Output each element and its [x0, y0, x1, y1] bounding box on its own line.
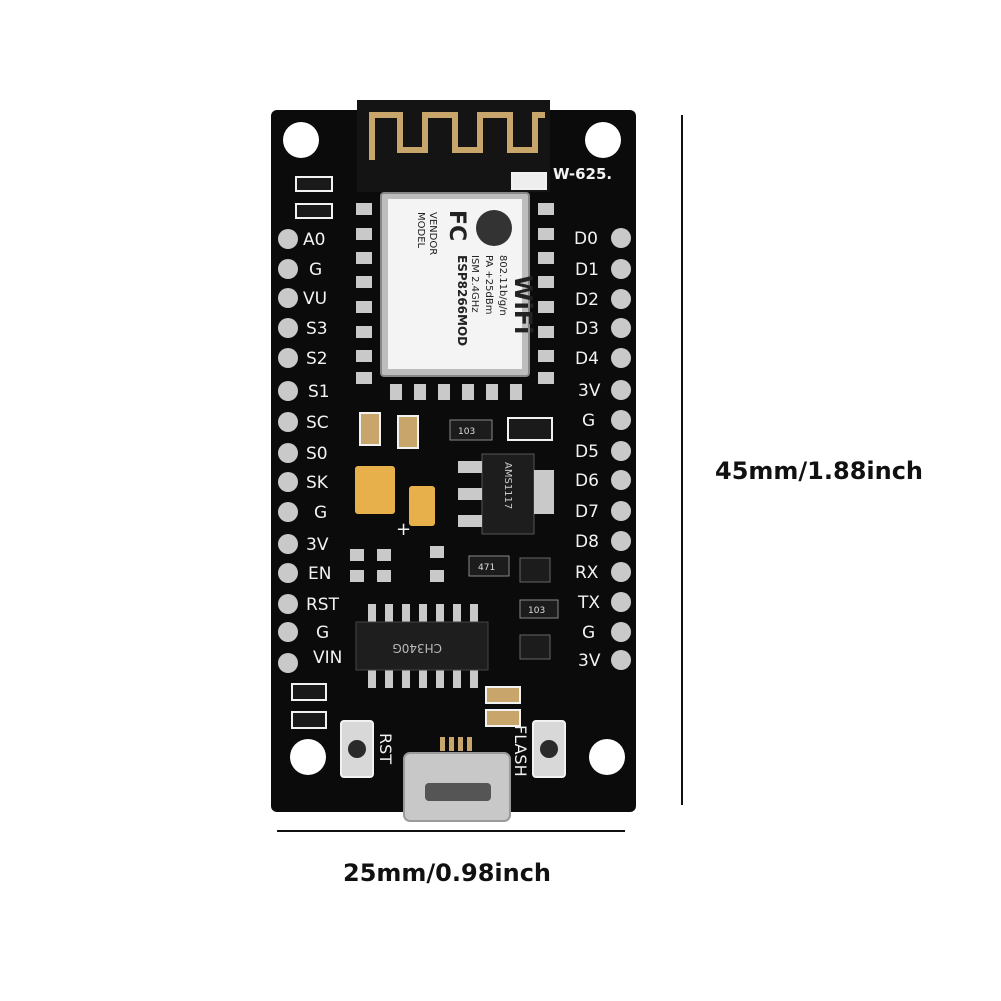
svg-text:PA +25dBm: PA +25dBm [483, 255, 494, 314]
flash-label: FLASH [511, 725, 530, 777]
right-pin-labels: D0 D1 D2 D3 D4 3V G D5 D6 D7 D8 RX TX G … [574, 229, 601, 671]
regulator-leg [458, 488, 482, 500]
pin-label: RST [306, 595, 340, 615]
height-dimension-label: 45mm/1.88inch [715, 457, 924, 485]
smd-cap [397, 415, 419, 449]
tantalum-capacitor [409, 486, 435, 526]
pin-label: 3V [578, 381, 601, 401]
mounting-hole [283, 122, 319, 158]
antenna-trace [369, 112, 545, 160]
cap-polarity: + [396, 519, 411, 540]
model-marking: W-625. [553, 165, 612, 183]
regulator-tab [534, 470, 554, 514]
smd-pads-cluster [350, 546, 444, 582]
smd-cap [359, 412, 381, 446]
smd-resistor [295, 203, 333, 219]
smd-resistor [295, 176, 333, 192]
transistor [519, 557, 551, 583]
pin-label: G [582, 411, 595, 431]
pin-label: SK [306, 473, 329, 493]
regulator-leg [458, 515, 482, 527]
micro-usb-opening [425, 783, 491, 801]
smd-led [511, 172, 547, 190]
pin-label: S2 [306, 349, 328, 369]
pin-label: G [316, 623, 329, 643]
smd-diode [507, 417, 553, 441]
mounting-hole [589, 739, 625, 775]
resistor-array [519, 599, 559, 619]
pin-label: RX [575, 563, 599, 583]
pin-label: S3 [306, 319, 328, 339]
smd-cap [485, 686, 521, 704]
pin-label: D3 [575, 319, 599, 339]
resistor-array [449, 419, 493, 441]
voltage-regulator [481, 453, 535, 535]
pin-label: D1 [575, 260, 599, 280]
svg-text:VENDOR: VENDOR [427, 212, 438, 255]
resistor-marking: 471 [478, 563, 495, 573]
pin-label: D7 [575, 502, 599, 522]
pin-label: S1 [308, 382, 330, 402]
pin-label: D8 [575, 532, 599, 552]
usb-pins [440, 737, 472, 751]
pin-label: EN [308, 564, 331, 584]
right-header-pins [611, 228, 631, 670]
regulator-leg [458, 461, 482, 473]
smd-diode [291, 683, 327, 701]
resistor-marking: 103 [458, 427, 475, 437]
left-header-pins [278, 229, 298, 673]
svg-text:MODEL: MODEL [415, 212, 426, 249]
pin-label: 3V [306, 535, 329, 555]
pin-label: TX [577, 593, 600, 613]
transistor [519, 634, 551, 660]
rst-label: RST [376, 733, 395, 764]
pin-label: G [582, 623, 595, 643]
chip-marking: CH340G [392, 641, 442, 655]
pin-label: VIN [313, 648, 342, 668]
espressif-logo-icon [476, 210, 512, 246]
height-dimension-line [681, 115, 683, 805]
pin-label: G [314, 503, 327, 523]
mounting-hole [290, 739, 326, 775]
rst-button-cap [348, 740, 366, 758]
pin-label: D4 [575, 349, 599, 369]
svg-text:ESP8266MOD: ESP8266MOD [455, 255, 469, 346]
mounting-hole [585, 122, 621, 158]
pin-label: D2 [575, 290, 599, 310]
flash-button-cap [540, 740, 558, 758]
pin-label: D6 [575, 471, 599, 491]
pin-label: A0 [303, 230, 325, 250]
pin-label: G [309, 260, 322, 280]
resistor-array [468, 555, 510, 577]
svg-text:WiFi: WiFi [509, 275, 537, 334]
left-pin-labels: A0 G VU S3 S2 S1 SC S0 SK G 3V EN RST G … [303, 230, 342, 668]
width-dimension-label: 25mm/0.98inch [343, 859, 552, 887]
pin-label: D5 [575, 442, 599, 462]
smd-diode [291, 711, 327, 729]
module-pads [356, 203, 554, 400]
pin-label: 3V [578, 651, 601, 671]
svg-text:FC: FC [444, 210, 469, 241]
esp-module-text: MODEL VENDOR ESP8266MOD ISM 2.4GHz PA +2… [415, 210, 537, 346]
pin-label: D0 [574, 229, 598, 249]
smd-cap [485, 709, 521, 727]
usb-serial-chip [355, 621, 489, 671]
chip-pins [368, 604, 478, 688]
resistor-marking: 103 [528, 606, 545, 616]
pin-label: SC [306, 413, 329, 433]
tantalum-capacitor [355, 466, 395, 514]
width-dimension-line [277, 830, 625, 832]
pin-label: VU [303, 289, 327, 309]
svg-text:ISM 2.4GHz: ISM 2.4GHz [469, 255, 480, 313]
svg-text:802.11b/g/n: 802.11b/g/n [497, 255, 508, 316]
regulator-marking: AMS1117 [502, 462, 513, 509]
pin-label: S0 [306, 444, 328, 464]
